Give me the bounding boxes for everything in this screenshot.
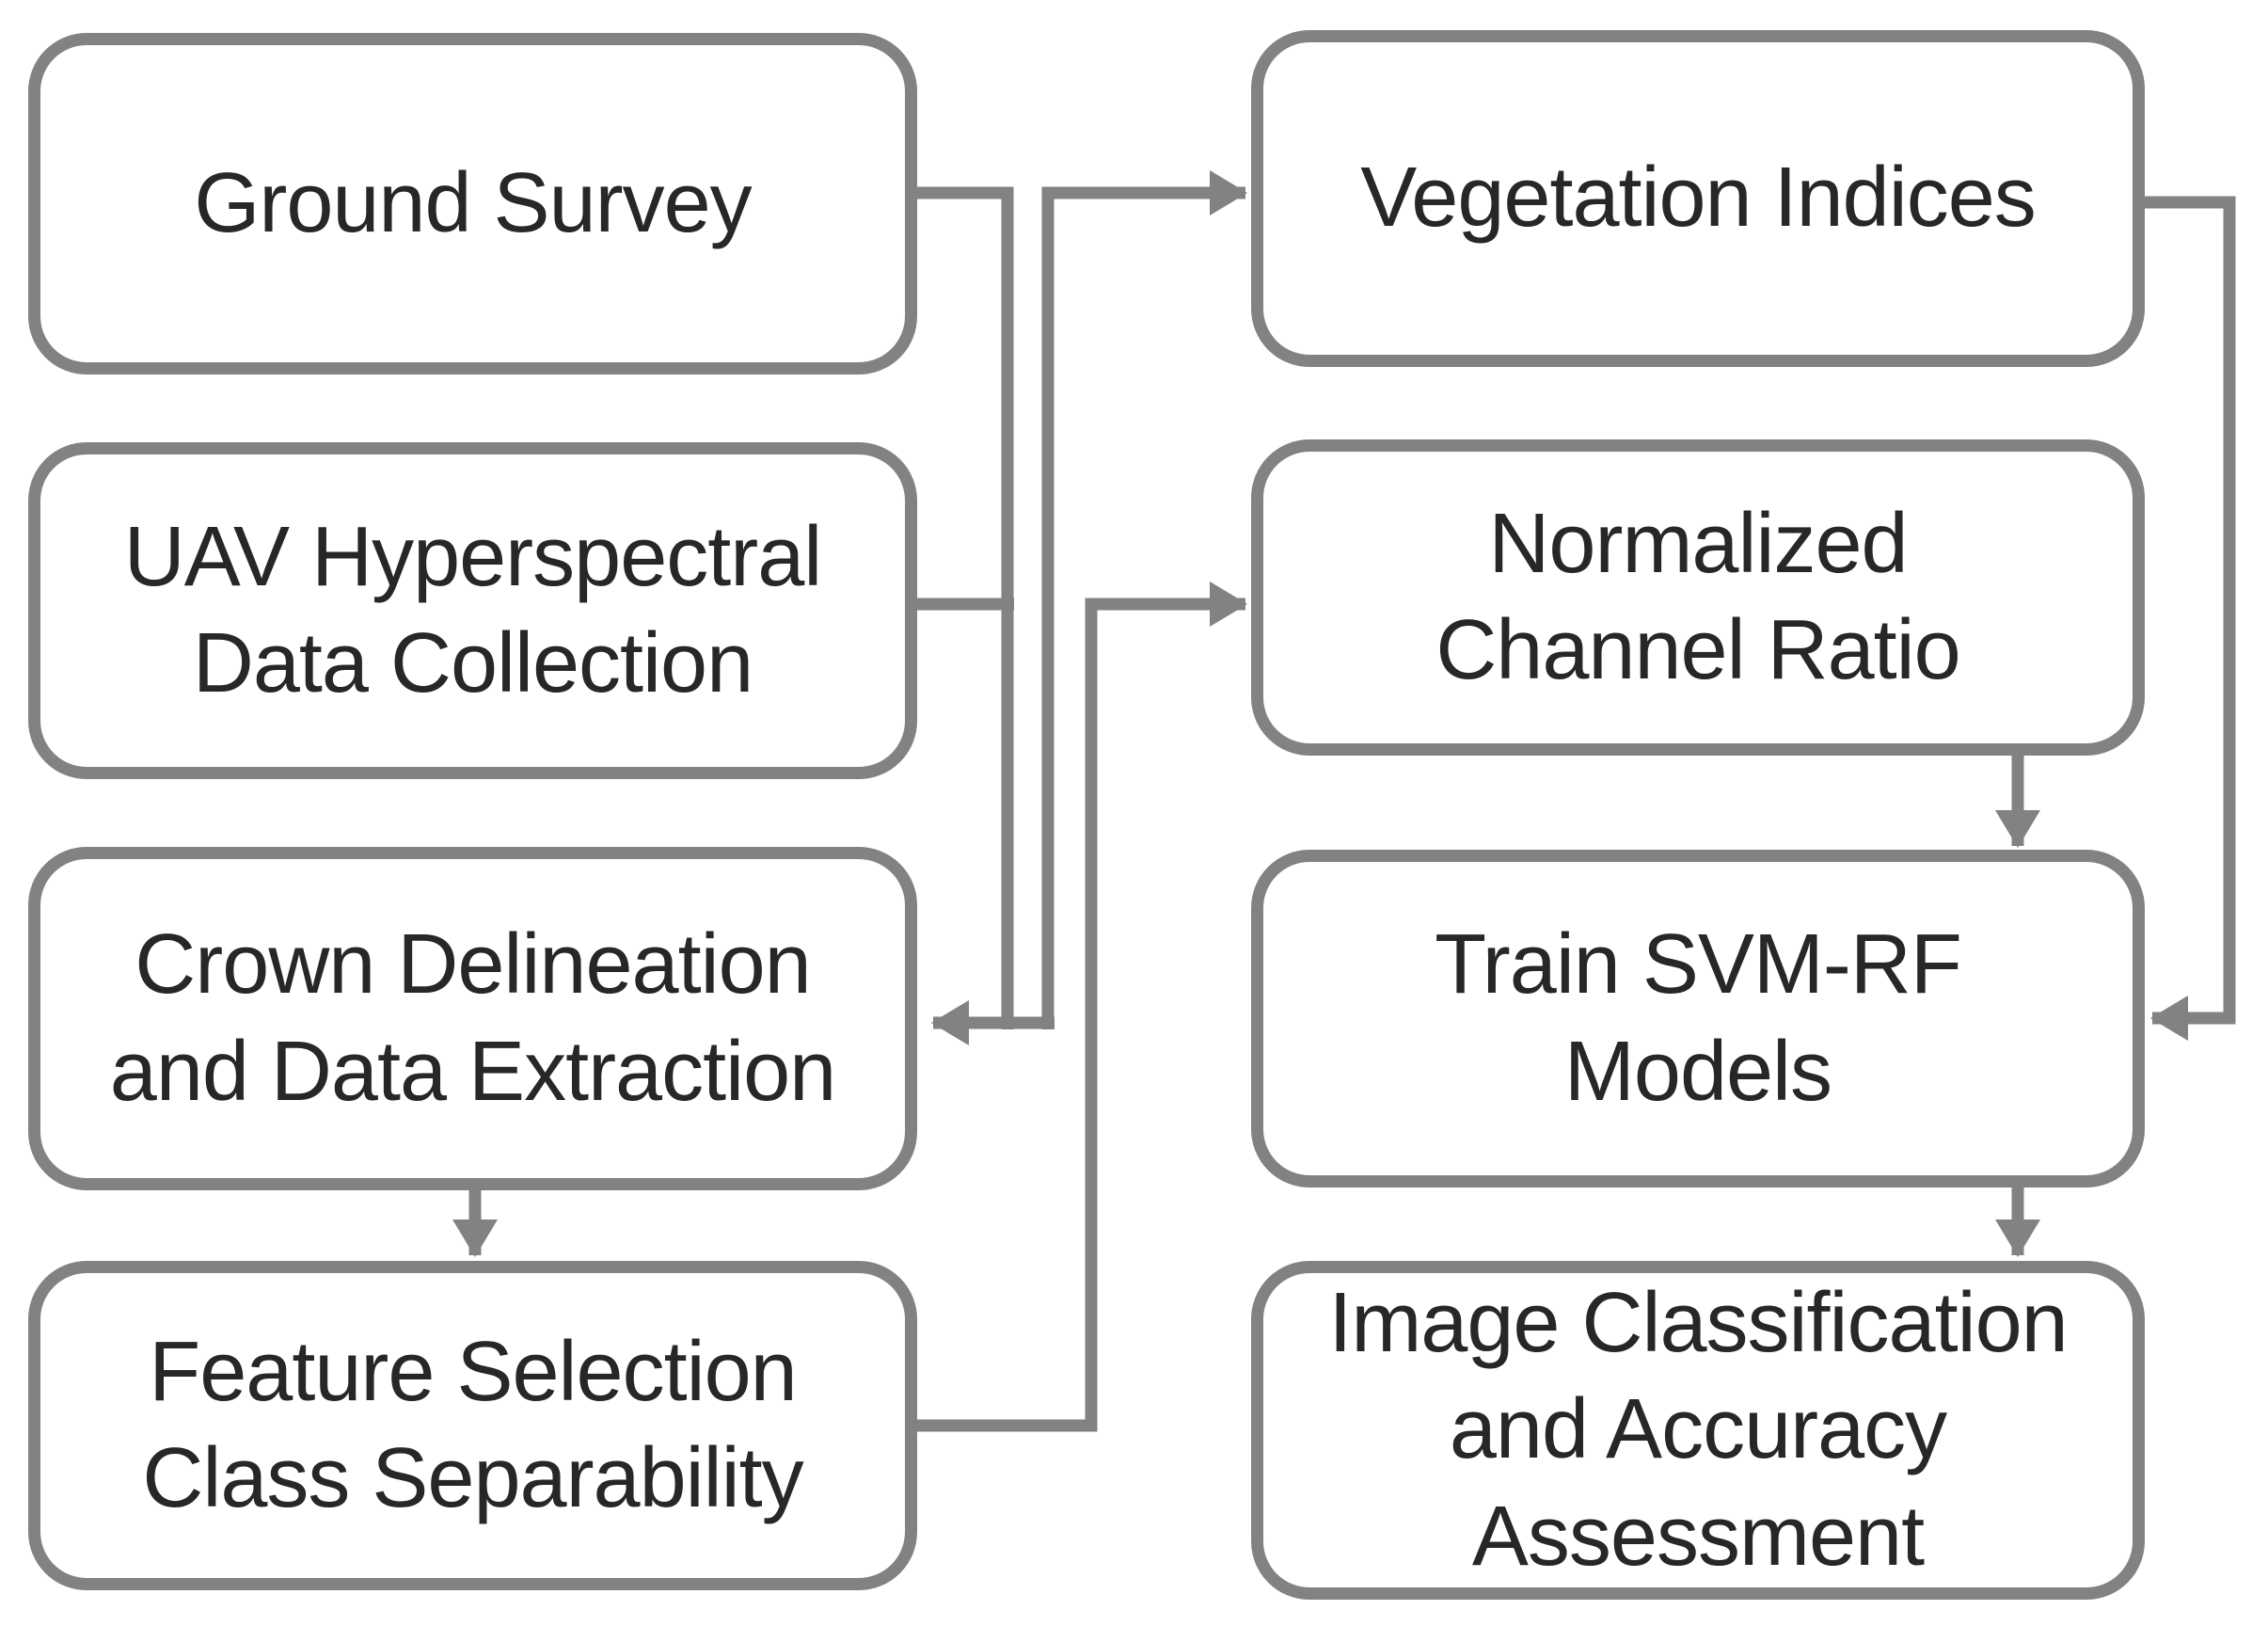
edge-vegetation-to-train	[2145, 196, 2236, 1041]
edge-ground-survey-trunk	[917, 186, 1014, 1029]
node-feature-selection: Feature Selection Class Separability	[28, 1261, 917, 1590]
node-feature-label: Feature Selection Class Separability	[142, 1324, 803, 1525]
node-crown-label: Crown Delineation and Data Extraction	[109, 917, 836, 1119]
edge-feature-to-normalized	[917, 582, 1247, 1432]
node-uav-label: UAV Hyperspectral Data Collection	[123, 509, 823, 710]
node-train-label: Train SVM-RF Models	[1435, 917, 1962, 1119]
node-crown-delineation: Crown Delineation and Data Extraction	[28, 847, 917, 1190]
node-image-classification: Image Classification and Accuracy Assess…	[1251, 1261, 2145, 1600]
node-uav-hyperspectral-data-collection: UAV Hyperspectral Data Collection	[28, 442, 917, 779]
edge-into-vegetation-indices	[1041, 170, 1247, 1029]
node-image-classification-label: Image Classification and Accuracy Assess…	[1328, 1275, 2068, 1584]
node-vegetation-indices: Vegetation Indices	[1251, 30, 2145, 367]
node-normalized-channel-ratio: Normalized Channel Ratio	[1251, 439, 2145, 756]
node-ground-survey-label: Ground Survey	[194, 155, 752, 250]
node-ground-survey: Ground Survey	[28, 33, 917, 375]
node-normalized-label: Normalized Channel Ratio	[1435, 496, 1960, 697]
node-vegetation-label: Vegetation Indices	[1360, 151, 2037, 246]
node-train-svm-rf-models: Train SVM-RF Models	[1251, 850, 2145, 1188]
